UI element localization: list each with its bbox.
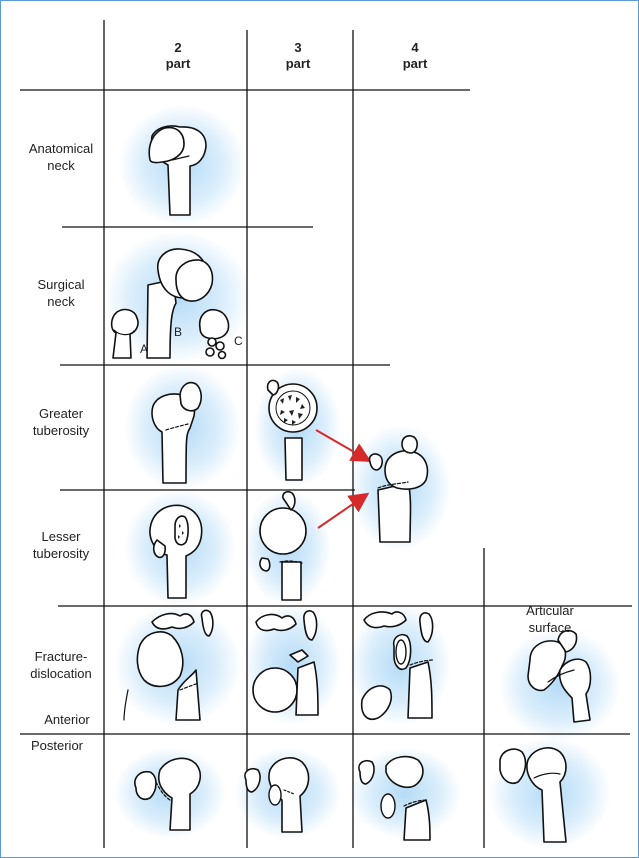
row-label-fracture-dislocation: Fracture- dislocation xyxy=(18,648,104,682)
bone-fracture-2 xyxy=(124,610,213,720)
bone-posterior-2 xyxy=(135,758,200,830)
row-label-posterior: Posterior xyxy=(20,737,94,754)
bone-combined-4 xyxy=(370,436,428,542)
bone-surgical-2: A B C xyxy=(112,249,243,359)
bone-greater-3 xyxy=(268,380,317,480)
col-header-3-part: 3 part xyxy=(268,40,328,72)
col-header-2-part: 2 part xyxy=(148,40,208,72)
bone-fracture-4 xyxy=(362,612,434,719)
row-label-anterior: Anterior xyxy=(30,711,104,728)
arrow-lesser-to-4 xyxy=(318,495,366,528)
bone-fracture-3 xyxy=(253,611,318,715)
row-label-anatomical-neck: Anatomical neck xyxy=(18,140,104,174)
bone-posterior-3 xyxy=(245,758,309,832)
bone-posterior-4 xyxy=(359,757,430,840)
surgical-sublabel-b: B xyxy=(174,325,182,339)
row-label-greater-tuberosity: Greater tuberosity xyxy=(18,405,104,439)
bone-lesser-3 xyxy=(260,492,306,600)
bone-greater-2 xyxy=(152,383,201,483)
bone-lesser-2 xyxy=(150,505,202,598)
bone-anatomical-2 xyxy=(149,126,206,215)
label-articular-surface: Articular surface xyxy=(500,602,600,636)
arrow-greater-to-4 xyxy=(316,430,368,460)
surgical-sublabel-a: A xyxy=(140,342,148,356)
col-header-4-part: 4 part xyxy=(385,40,445,72)
row-label-surgical-neck: Surgical neck xyxy=(18,276,104,310)
bone-articular-anterior xyxy=(528,631,591,722)
surgical-sublabel-c: C xyxy=(234,334,243,348)
row-label-lesser-tuberosity: Lesser tuberosity xyxy=(18,528,104,562)
bone-articular-posterior xyxy=(500,748,566,842)
